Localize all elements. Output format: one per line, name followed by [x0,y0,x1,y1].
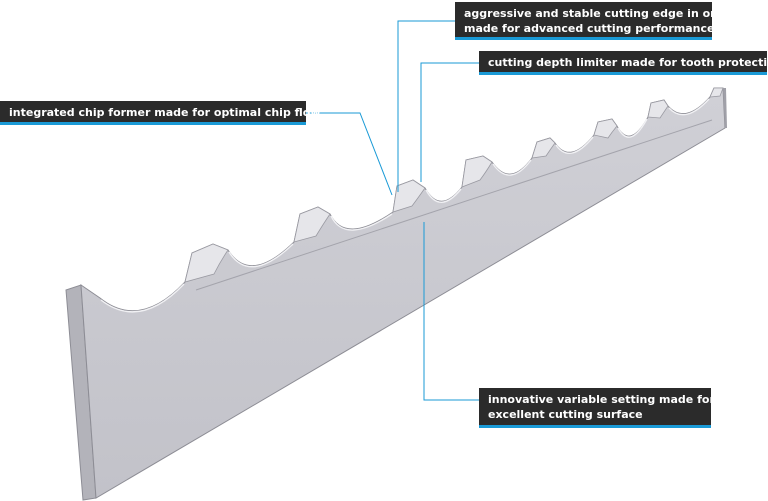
gullet-edges [100,98,710,313]
callout-variable-setting-line2: excellent cutting surface [488,408,643,421]
leader-chip-former [306,112,393,196]
callout-variable-setting: innovative variable setting made for exc… [479,388,715,428]
callout-depth-limiter-text: cutting depth limiter made for tooth pro… [488,56,768,69]
callout-variable-setting-line1: innovative variable setting made for [488,393,715,406]
leader-depth-limiter [420,62,479,182]
callout-chip-former: integrated chip former made for optimal … [0,101,321,125]
callout-cutting-edge-line2: made for advanced cutting performance [464,22,715,35]
blade-right-edge [723,88,727,128]
leader-variable-setting [423,222,479,401]
callout-depth-limiter: cutting depth limiter made for tooth pro… [479,51,768,75]
callout-cutting-edge-line1: aggressive and stable cutting edge in on… [464,7,726,20]
blade-top-bevel [184,87,724,283]
leader-cutting-edge [397,20,455,192]
callout-cutting-edge: aggressive and stable cutting edge in on… [455,2,726,40]
setting-groove [195,119,713,291]
callout-chip-former-text: integrated chip former made for optimal … [9,106,321,119]
blade-body [80,87,726,499]
